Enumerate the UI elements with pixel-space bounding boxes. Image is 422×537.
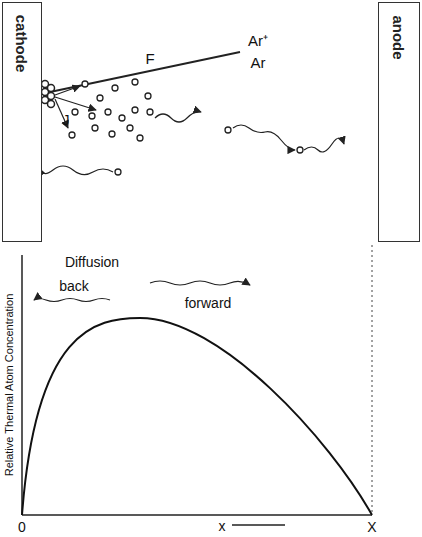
anode-position-line — [372, 245, 373, 515]
thermal-atom — [72, 109, 78, 115]
flux-label: F — [145, 51, 154, 66]
atoms — [39, 79, 344, 175]
thermal-atom — [145, 93, 151, 99]
thermal-atom — [82, 81, 88, 87]
thermal-atom — [147, 109, 153, 115]
x-axis — [22, 514, 372, 516]
forward-diffusion-arrow — [150, 281, 250, 285]
random-walk-path — [304, 138, 344, 152]
thermal-atom — [119, 115, 125, 121]
flux-label: J — [63, 113, 70, 127]
x-arrow — [232, 524, 285, 525]
thermal-atom — [297, 147, 303, 153]
ejection-arrow — [55, 97, 96, 110]
electrode-label: anode — [390, 15, 407, 59]
thermal-atom — [69, 132, 75, 138]
thermal-atom — [89, 113, 95, 119]
axis-tick: 0 — [18, 520, 26, 534]
axis-title: x — [219, 519, 226, 533]
thermal-atom — [132, 107, 138, 113]
y-axis — [21, 255, 23, 515]
thermal-atom — [137, 135, 143, 141]
thermal-atom — [112, 85, 118, 91]
thermal-atom — [92, 125, 98, 131]
random-walk-path — [39, 166, 113, 175]
cathode-plate: cathode — [2, 2, 42, 242]
thermal-atom — [127, 125, 133, 131]
back-diffusion-arrow — [34, 299, 110, 302]
random-walk-path — [233, 125, 295, 150]
thermal-atom — [115, 169, 121, 175]
random-walk-path — [155, 112, 201, 122]
thermal-atom — [97, 95, 103, 101]
axis-title: Relative Thermal Atom Concentration — [4, 294, 15, 477]
sputtered-atom — [48, 85, 55, 92]
electrode-label: cathode — [13, 15, 30, 73]
thermal-atom — [132, 79, 138, 85]
axis-tick: X — [367, 520, 376, 534]
direction-label: forward — [185, 296, 232, 310]
ejection-arrow — [55, 86, 80, 95]
anode-plate: anode — [378, 2, 420, 242]
thermal-atom — [109, 131, 115, 137]
thermal-atom — [225, 127, 231, 133]
concentration-curve — [22, 318, 372, 515]
sputtered-atom — [48, 101, 55, 108]
atom-label: Ar — [251, 55, 266, 70]
diffusion-label: Diffusion — [65, 255, 119, 269]
ion-label: Ar⁺ — [248, 33, 268, 48]
direction-label: back — [59, 279, 89, 293]
thermal-atom — [105, 109, 111, 115]
sputtered-atom — [48, 93, 55, 100]
